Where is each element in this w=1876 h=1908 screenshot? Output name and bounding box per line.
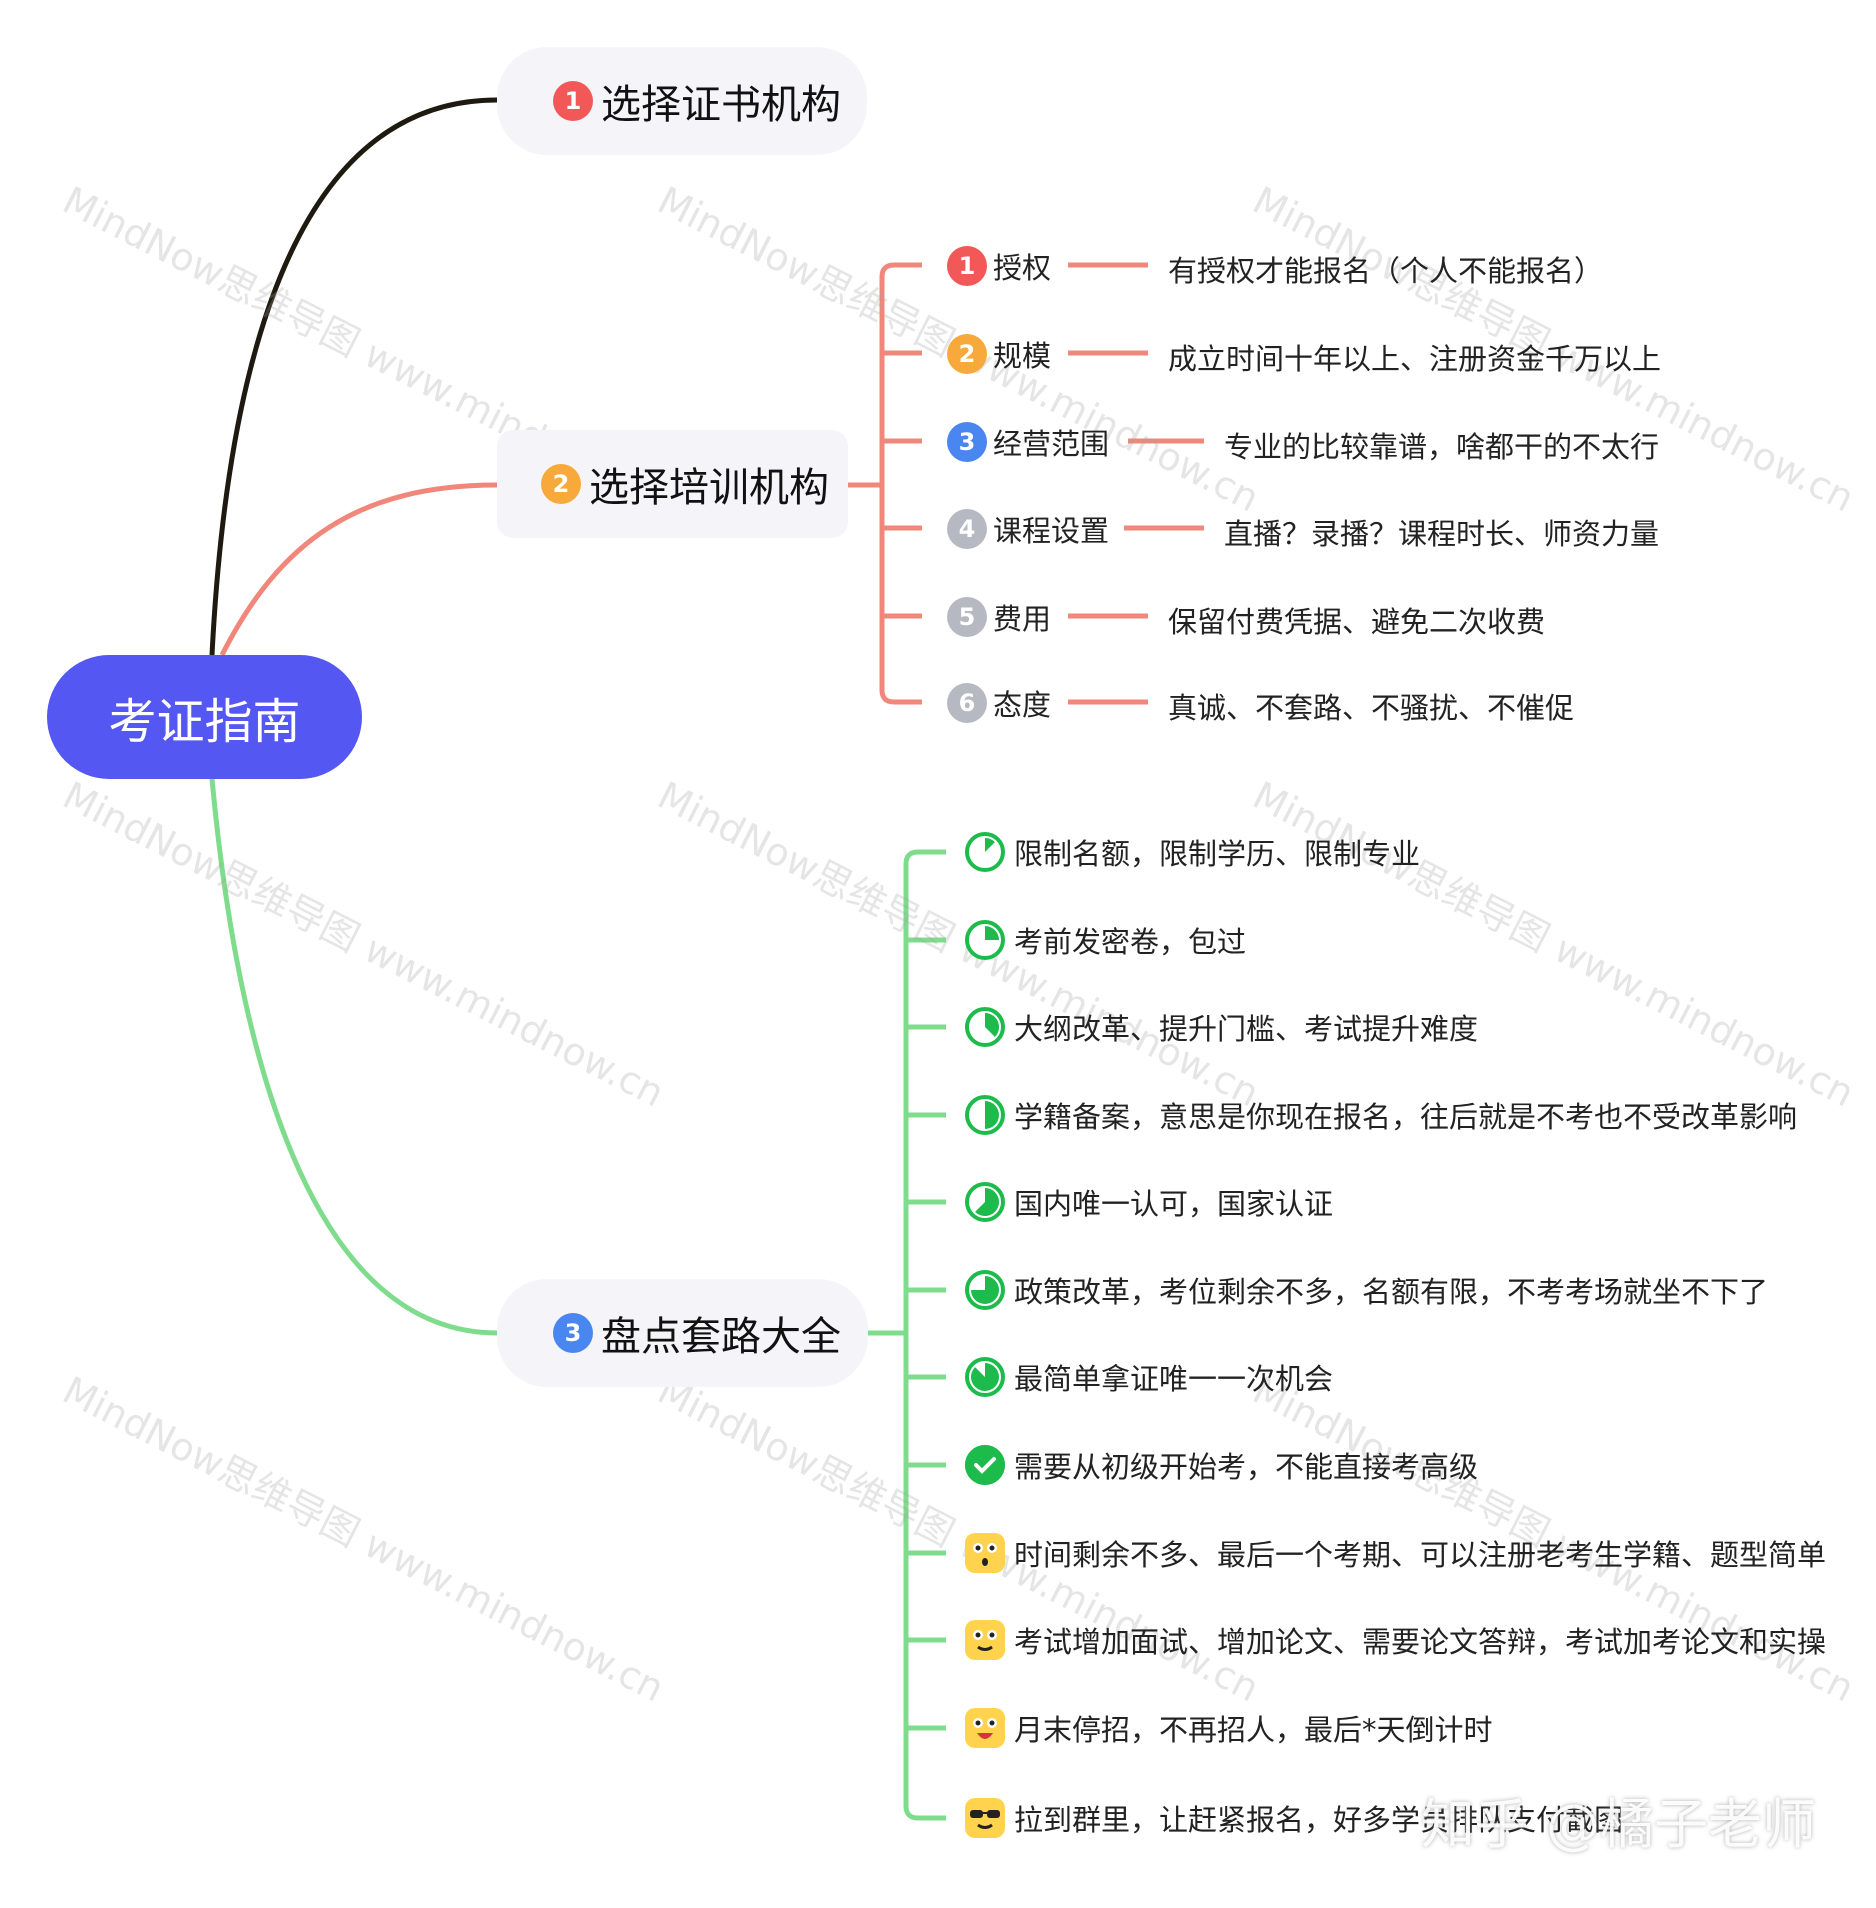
branch-node-tricks[interactable]: 3 盘点套路大全	[497, 1279, 868, 1387]
training-item-courses[interactable]: 4 课程设置	[947, 508, 1109, 550]
root-label: 考证指南	[108, 694, 301, 750]
progress-5-8-icon	[965, 1182, 1005, 1222]
branch2-tree	[848, 262, 1204, 705]
connector-root-branch2	[219, 482, 498, 657]
check-done-icon	[965, 1445, 1005, 1485]
trick-item[interactable]: 拉到群里，让赶紧报名，好多学员排队支付截图	[964, 1797, 1623, 1839]
trick-item[interactable]: 时间剩余不多、最后一个考期、可以注册老考生学籍、题型简单	[964, 1532, 1826, 1574]
trick-label: 学籍备案，意思是你现在报名，往后就是不考也不受改革影响	[1014, 1100, 1798, 1134]
branch-label: 盘点套路大全	[601, 1314, 841, 1360]
trick-item[interactable]: 学籍备案，意思是你现在报名，往后就是不考也不受改革影响	[964, 1094, 1797, 1136]
progress-6-8-icon	[965, 1270, 1005, 1310]
item-label: 费用	[993, 602, 1052, 636]
trick-label: 拉到群里，让赶紧报名，好多学员排队支付截图	[1014, 1803, 1624, 1837]
number-6-badge-icon: 6	[947, 683, 987, 723]
training-item-detail: 成立时间十年以上、注册资金千万以上	[1168, 342, 1662, 376]
trick-label: 大纲改革、提升门槛、考试提升难度	[1014, 1012, 1479, 1046]
trick-item[interactable]: 限制名额，限制学历、限制专业	[964, 831, 1420, 873]
number-1-badge-icon: 1	[947, 246, 987, 286]
branch-label: 选择证书机构	[601, 82, 841, 128]
trick-label: 政策改革，考位剩余不多，名额有限，不考考场就坐不下了	[1014, 1275, 1769, 1309]
progress-2-8-icon	[965, 920, 1005, 960]
number-5-badge-icon: 5	[947, 597, 987, 637]
branch-node-training[interactable]: 2 选择培训机构	[497, 430, 848, 538]
trick-item[interactable]: 考前发密卷，包过	[964, 919, 1246, 961]
item-label: 规模	[993, 339, 1052, 373]
branch3-tree	[868, 849, 946, 1821]
connector-root-branch1	[209, 97, 498, 656]
training-item-authorization[interactable]: 1 授权	[947, 245, 1051, 287]
trick-label: 考前发密卷，包过	[1014, 925, 1247, 959]
trick-label: 月末停招，不再招人，最后*天倒计时	[1014, 1713, 1493, 1747]
training-item-detail: 有授权才能报名（个人不能报名）	[1168, 254, 1604, 288]
training-item-detail: 直播？录播？课程时长、师资力量	[1224, 517, 1660, 551]
branch-node-certificate[interactable]: 1 选择证书机构	[497, 47, 867, 155]
item-label: 课程设置	[993, 514, 1110, 548]
number-1-badge-icon: 1	[553, 81, 593, 121]
training-item-scope[interactable]: 3 经营范围	[947, 421, 1109, 463]
training-item-scale[interactable]: 2 规模	[947, 333, 1051, 375]
item-label: 态度	[993, 688, 1052, 722]
trick-label: 时间剩余不多、最后一个考期、可以注册老考生学籍、题型简单	[1014, 1538, 1827, 1572]
trick-item[interactable]: 国内唯一认可，国家认证	[964, 1181, 1333, 1223]
trick-label: 限制名额，限制学历、限制专业	[1014, 837, 1421, 871]
sunglasses-face-icon	[965, 1798, 1005, 1838]
smile-face-icon	[965, 1620, 1005, 1660]
number-4-badge-icon: 4	[947, 509, 987, 549]
author-credit: 知乎 @橘子老师	[1420, 1793, 1816, 1856]
number-3-badge-icon: 3	[947, 422, 987, 462]
laugh-face-icon	[965, 1708, 1005, 1748]
trick-label: 国内唯一认可，国家认证	[1014, 1187, 1334, 1221]
progress-7-8-icon	[965, 1357, 1005, 1397]
item-label: 授权	[993, 251, 1052, 285]
surprised-face-icon	[965, 1533, 1005, 1573]
trick-item[interactable]: 大纲改革、提升门槛、考试提升难度	[964, 1006, 1478, 1048]
progress-3-8-icon	[965, 1007, 1005, 1047]
training-item-detail: 保留付费凭据、避免二次收费	[1168, 605, 1546, 639]
training-item-attitude[interactable]: 6 态度	[947, 682, 1051, 724]
progress-4-8-icon	[965, 1095, 1005, 1135]
training-item-detail: 真诚、不套路、不骚扰、不催促	[1168, 691, 1575, 725]
trick-label: 最简单拿证唯一一次机会	[1014, 1362, 1334, 1396]
item-label: 经营范围	[993, 427, 1110, 461]
trick-label: 考试增加面试、增加论文、需要论文答辩，考试加考论文和实操	[1014, 1625, 1827, 1659]
trick-item[interactable]: 月末停招，不再招人，最后*天倒计时	[964, 1707, 1493, 1749]
trick-item[interactable]: 政策改革，考位剩余不多，名额有限，不考考场就坐不下了	[964, 1269, 1768, 1311]
number-2-badge-icon: 2	[947, 334, 987, 374]
branch-label: 选择培训机构	[589, 465, 829, 511]
trick-label: 需要从初级开始考，不能直接考高级	[1014, 1450, 1479, 1484]
training-item-fees[interactable]: 5 费用	[947, 596, 1051, 638]
trick-item[interactable]: 考试增加面试、增加论文、需要论文答辩，考试加考论文和实操	[964, 1619, 1826, 1661]
number-2-badge-icon: 2	[541, 464, 581, 504]
root-node[interactable]: 考证指南	[47, 655, 362, 779]
training-item-detail: 专业的比较靠谱，啥都干的不太行	[1224, 430, 1660, 464]
number-3-badge-icon: 3	[553, 1313, 593, 1353]
progress-1-8-icon	[965, 832, 1005, 872]
trick-item[interactable]: 需要从初级开始考，不能直接考高级	[964, 1444, 1478, 1486]
trick-item[interactable]: 最简单拿证唯一一次机会	[964, 1356, 1333, 1398]
connector-root-branch3	[209, 778, 498, 1336]
